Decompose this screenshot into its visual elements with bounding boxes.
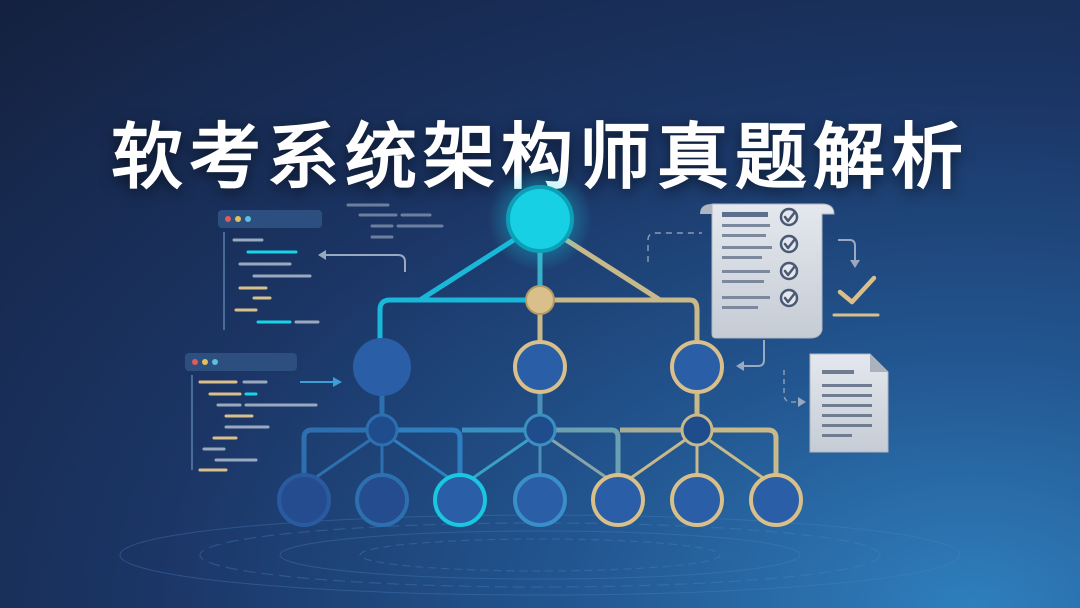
document-icon bbox=[809, 353, 889, 453]
mid-node bbox=[353, 338, 411, 396]
leaf-node bbox=[749, 473, 803, 527]
code-window-icon bbox=[185, 353, 318, 472]
hub-node bbox=[680, 413, 714, 447]
arrow-icon bbox=[320, 254, 406, 272]
hub-node bbox=[523, 413, 557, 447]
arrow-icon bbox=[742, 340, 765, 367]
leaf-node bbox=[277, 473, 331, 527]
arrow-icon bbox=[318, 250, 326, 260]
hub-node bbox=[365, 413, 399, 447]
leaf-node bbox=[591, 473, 645, 527]
arrow-icon bbox=[647, 232, 702, 262]
arrow-icon bbox=[850, 260, 860, 268]
arrow-icon bbox=[736, 361, 744, 371]
arrow-icon bbox=[333, 377, 342, 387]
mid-node bbox=[670, 340, 724, 394]
leaf-node bbox=[433, 473, 487, 527]
mid-node bbox=[513, 340, 567, 394]
root-node bbox=[506, 185, 574, 253]
tree-nodes bbox=[277, 167, 803, 527]
arrow-icon bbox=[783, 370, 798, 403]
arrow-icon bbox=[838, 239, 856, 262]
junction-node bbox=[525, 285, 555, 315]
leaf-node bbox=[670, 473, 724, 527]
code-window-icon bbox=[218, 210, 322, 330]
leaf-node bbox=[355, 473, 409, 527]
arrow-icon bbox=[798, 397, 806, 407]
checkmark-icon bbox=[832, 275, 880, 317]
checklist-document-icon bbox=[700, 203, 835, 339]
code-lines-decoration bbox=[346, 203, 444, 239]
leaf-node bbox=[513, 473, 567, 527]
